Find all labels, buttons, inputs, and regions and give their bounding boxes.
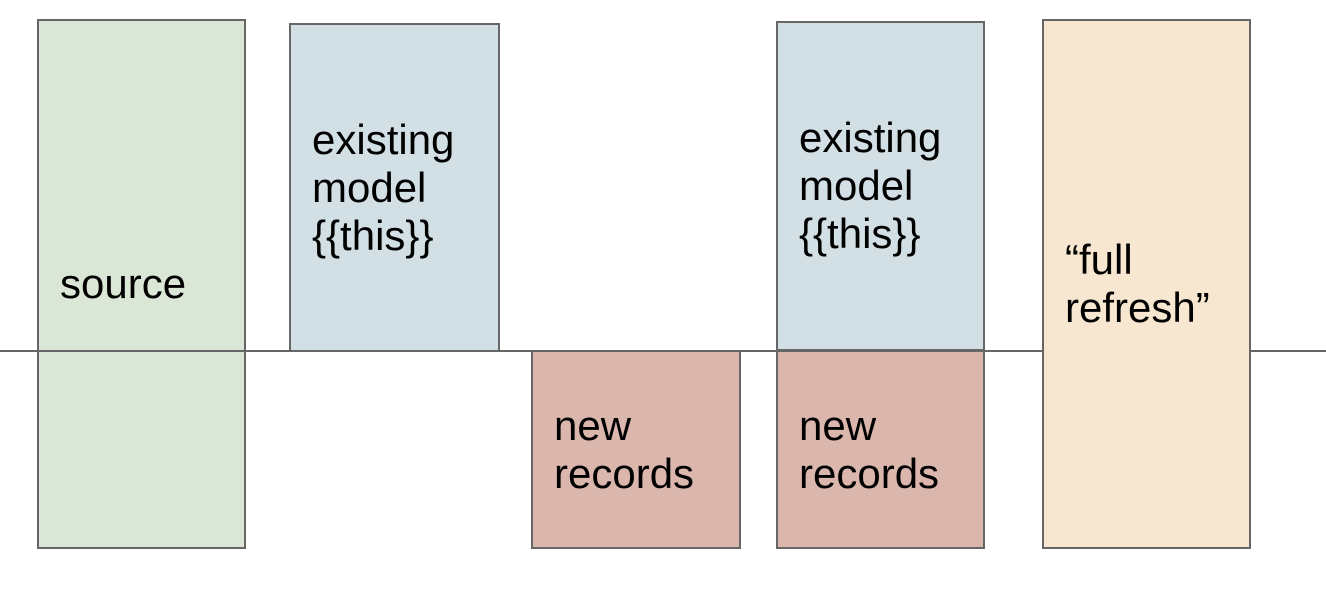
- box-new-records-2: new records: [776, 350, 985, 549]
- box-source-label: source: [60, 260, 187, 307]
- box-source: source: [37, 19, 246, 549]
- box-existing-model-2-label: existing model {{this}}: [799, 114, 942, 257]
- box-new-records-1-label: new records: [554, 401, 695, 497]
- divider-line: [0, 350, 1326, 352]
- box-new-records-2-label: new records: [799, 401, 940, 497]
- box-existing-model-1-label: existing model {{this}}: [312, 115, 455, 259]
- box-existing-model-1: existing model {{this}}: [289, 23, 500, 352]
- box-existing-model-2: existing model {{this}}: [776, 21, 985, 351]
- box-full-refresh: “full refresh”: [1042, 19, 1251, 549]
- box-full-refresh-label: “full refresh”: [1065, 236, 1210, 331]
- box-new-records-1: new records: [531, 350, 741, 549]
